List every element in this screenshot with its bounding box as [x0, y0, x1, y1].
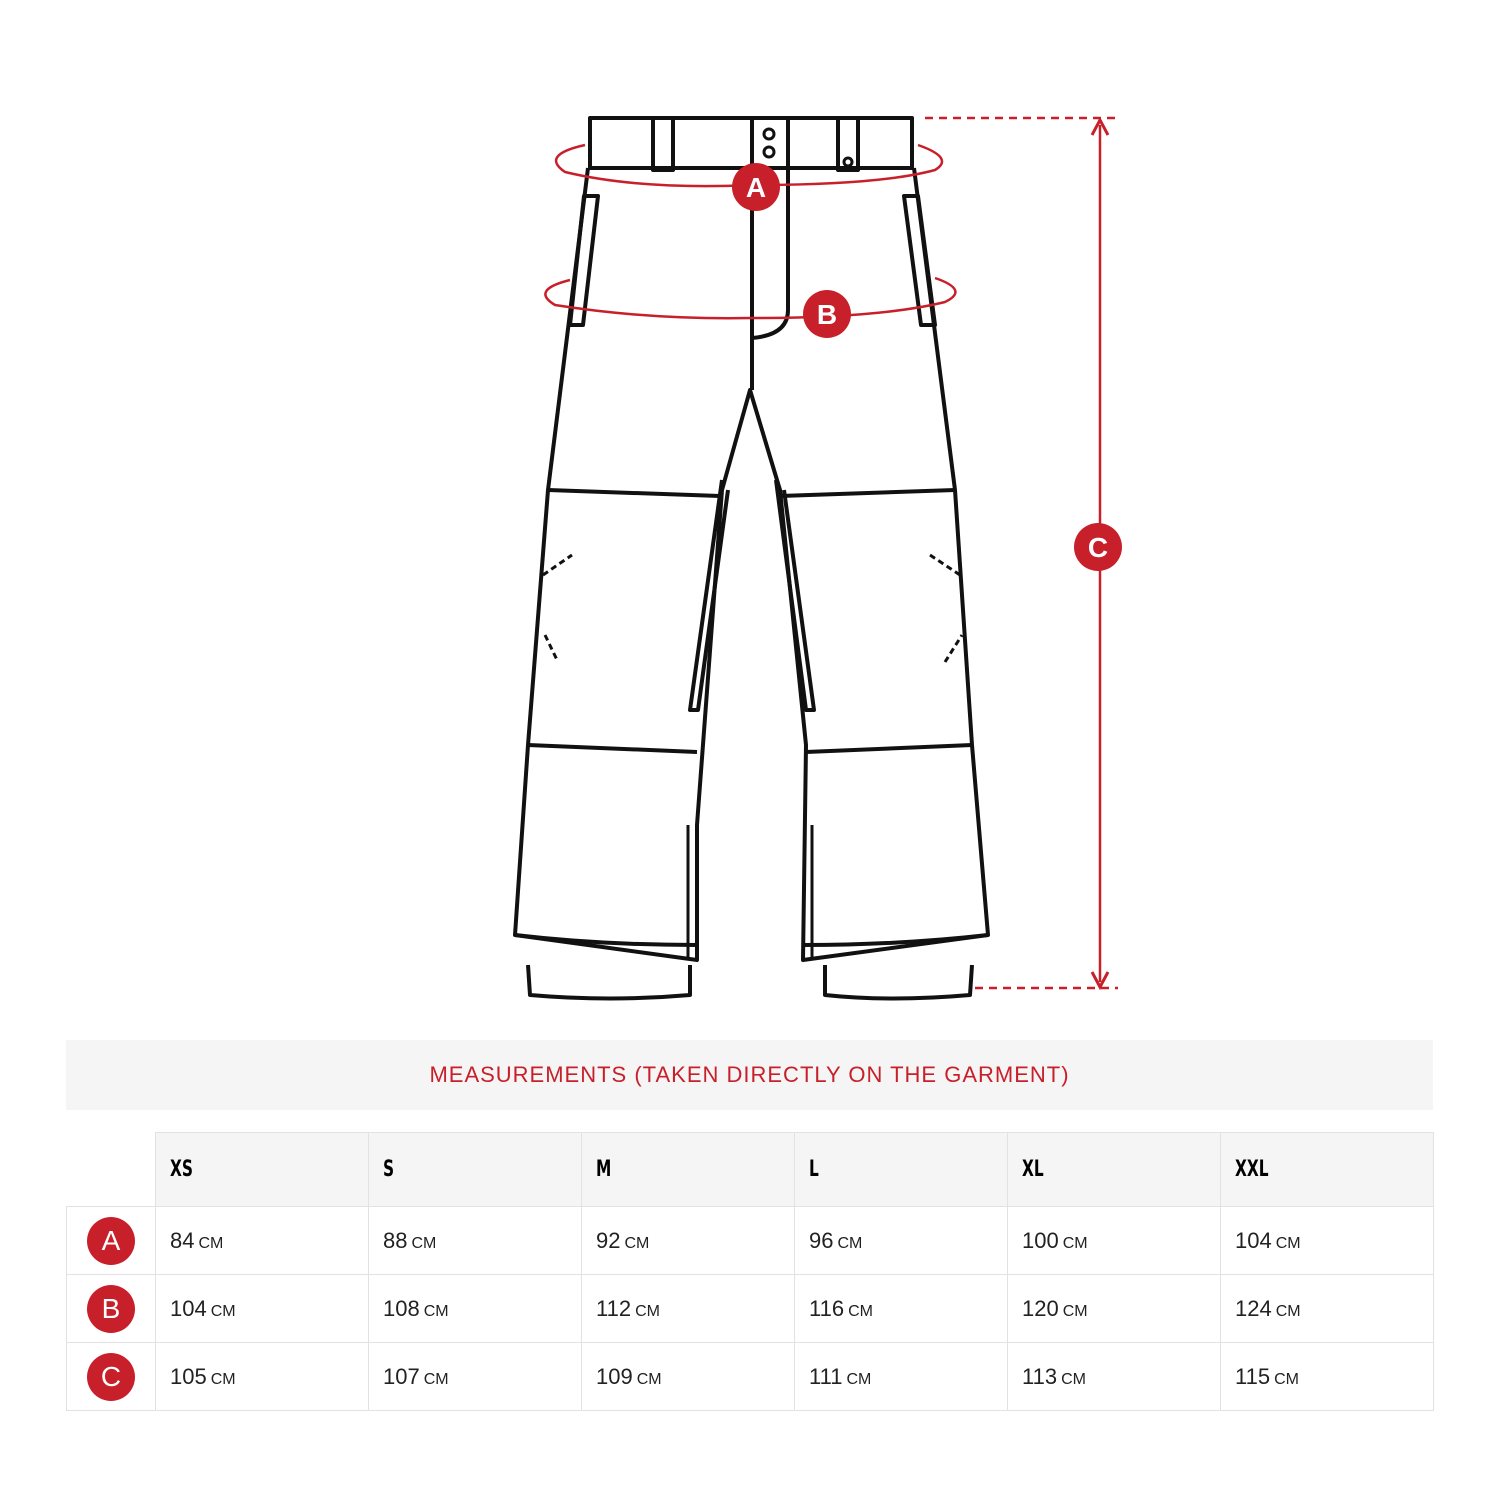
measurement-badge: C [87, 1352, 135, 1401]
measurement-value: 84 [170, 1227, 195, 1253]
size-label: M [596, 1157, 612, 1182]
pocket-stitches [542, 553, 964, 663]
measurement-unit: CM [210, 1302, 236, 1320]
measurement-unit: CM [1062, 1234, 1088, 1252]
svg-text:B: B [817, 299, 837, 330]
measurement-unit: CM [1062, 1302, 1088, 1320]
measurement-unit: CM [1275, 1234, 1301, 1252]
size-label: S [383, 1157, 395, 1182]
row-label-cell: A [66, 1206, 156, 1275]
badge-b: B [803, 290, 851, 338]
measurement-value: 96 [809, 1227, 834, 1253]
measurement-unit: CM [1274, 1370, 1299, 1388]
measurement-value: 112 [596, 1295, 632, 1321]
row-label-cell: B [66, 1274, 156, 1343]
size-header-xl: XL [1007, 1132, 1221, 1207]
measurement-unit: CM [846, 1370, 872, 1388]
measurement-value: 113 [1022, 1363, 1058, 1389]
measurement-value: 111 [809, 1363, 843, 1389]
size-label: L [809, 1157, 819, 1182]
measurement-value: 120 [1022, 1295, 1059, 1321]
size-header-l: L [794, 1132, 1008, 1207]
measurement-value: 104 [1235, 1227, 1272, 1253]
measurement-badge: B [87, 1284, 135, 1333]
measurement-unit: CM [636, 1370, 662, 1388]
row-label-cell: C [66, 1342, 156, 1411]
measurement-unit: CM [423, 1302, 449, 1320]
badge-a: A [732, 163, 780, 211]
pants-diagram: A B C [513, 116, 1122, 1001]
measurement-unit: CM [198, 1234, 224, 1252]
measurement-value: 105 [170, 1363, 207, 1389]
measurement-unit: CM [210, 1370, 236, 1388]
size-header-xxl: XXL [1220, 1132, 1434, 1207]
badge-c: C [1074, 523, 1122, 571]
measurement-unit: CM [624, 1234, 650, 1252]
size-header-m: M [581, 1132, 795, 1207]
size-label: XXL [1235, 1157, 1269, 1182]
table-title-band: MEASUREMENTS (TAKEN DIRECTLY ON THE GARM… [66, 1040, 1433, 1110]
size-header-row: XS S M L XL XXL [66, 1132, 1434, 1207]
measurement-value: 88 [383, 1227, 408, 1253]
table-title: MEASUREMENTS (TAKEN DIRECTLY ON THE GARM… [429, 1062, 1070, 1087]
measurement-unit: CM [411, 1234, 437, 1252]
measurement-value: 92 [596, 1227, 621, 1253]
measurement-unit: CM [635, 1302, 660, 1320]
measurement-value: 107 [383, 1363, 420, 1389]
measurement-value: 124 [1235, 1295, 1272, 1321]
measurement-value: 116 [809, 1295, 845, 1321]
pants-outline [513, 116, 990, 1001]
size-header-s: S [368, 1132, 582, 1207]
measurement-unit: CM [1275, 1302, 1301, 1320]
measurement-value: 115 [1235, 1363, 1271, 1389]
measurement-value: 109 [596, 1363, 633, 1389]
measurement-value: 100 [1022, 1227, 1059, 1253]
size-label: XS [170, 1157, 193, 1182]
size-header-xs: XS [155, 1132, 369, 1207]
svg-text:A: A [746, 172, 766, 203]
svg-text:C: C [1088, 532, 1108, 563]
measurement-badge: A [87, 1216, 135, 1265]
measure-lines [544, 116, 1118, 991]
measurement-unit: CM [423, 1370, 449, 1388]
measurement-unit: CM [1061, 1370, 1086, 1388]
measurement-value: 104 [170, 1295, 207, 1321]
size-label: XL [1022, 1157, 1044, 1182]
corner-cell [66, 1132, 156, 1207]
measurement-value: 108 [383, 1295, 420, 1321]
measurement-unit: CM [848, 1302, 873, 1320]
measurement-unit: CM [837, 1234, 863, 1252]
